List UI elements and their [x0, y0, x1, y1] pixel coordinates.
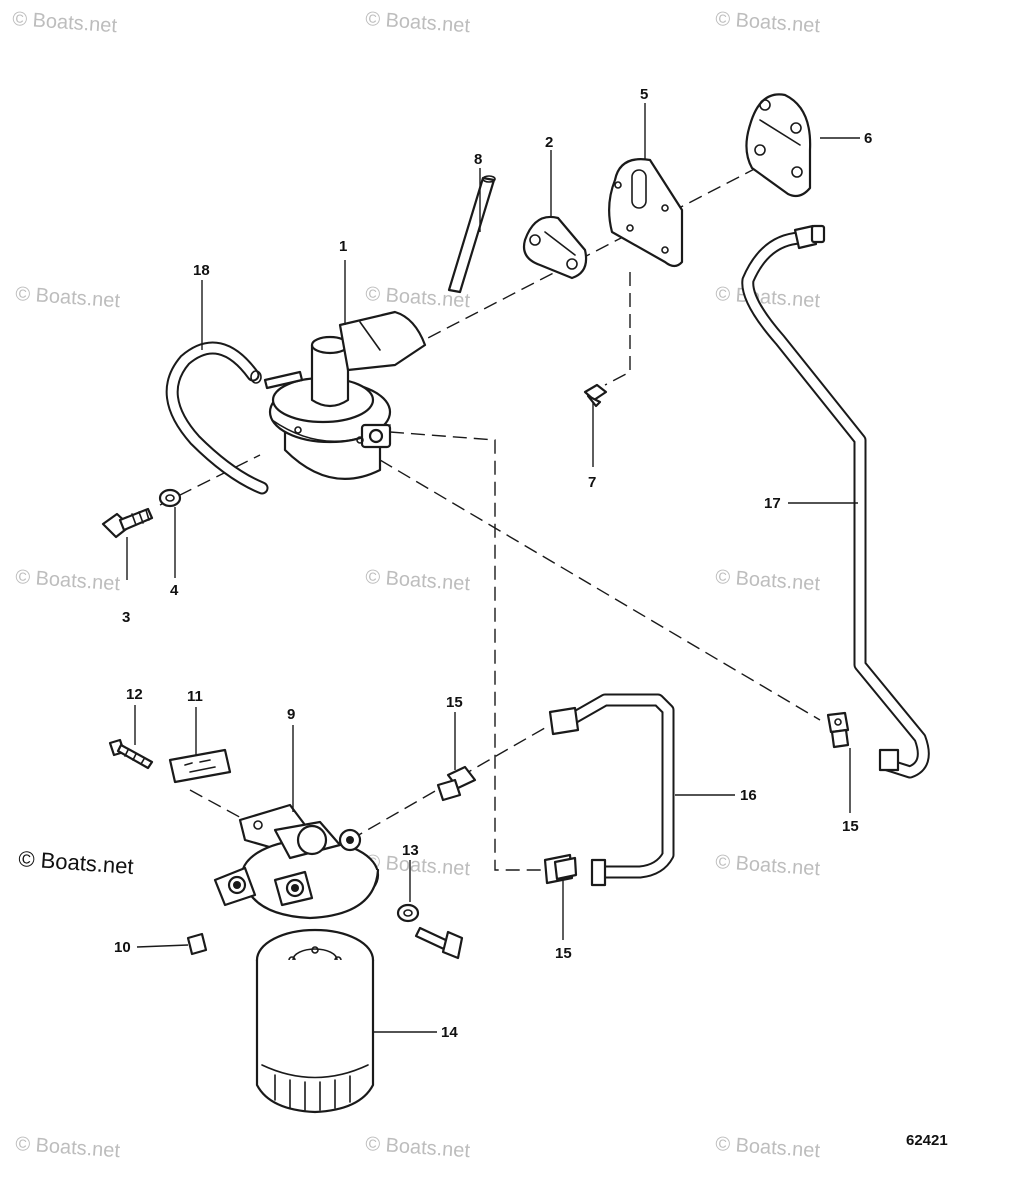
fuel-line-long	[741, 224, 930, 779]
fuel-pump-gasket	[522, 215, 588, 280]
watermark: © Boats.net	[15, 566, 122, 595]
callout-15-middle: 15	[446, 694, 463, 711]
watermark: © Boats.net	[12, 8, 119, 37]
callout-18: 18	[193, 262, 210, 279]
callout-14: 14	[441, 1024, 458, 1041]
callout-12: 12	[126, 686, 143, 703]
leader-lines	[126, 103, 860, 1033]
callout-8: 8	[474, 151, 482, 168]
callout-10: 10	[114, 939, 131, 956]
fitting-connector-right	[826, 711, 850, 749]
vent-hose	[165, 341, 269, 495]
fitting-connector-middle	[436, 765, 477, 802]
callout-9: 9	[287, 706, 295, 723]
figure-number: 62421	[906, 1132, 948, 1149]
sealing-washer	[396, 903, 420, 923]
callout-7: 7	[588, 474, 596, 491]
callout-2: 2	[545, 134, 553, 151]
callout-13: 13	[402, 842, 419, 859]
fuel-filter-adapter	[213, 803, 380, 920]
fitting-tee-lower	[543, 853, 578, 885]
fuel-pump-mounting-plate	[608, 158, 684, 268]
callout-11: 11	[187, 688, 203, 705]
mechanical-fuel-pump	[263, 310, 427, 481]
callout-6: 6	[864, 130, 872, 147]
pipe-plug	[583, 383, 608, 408]
callout-1: 1	[339, 238, 347, 255]
decal-screw	[108, 738, 154, 770]
watermark: © Boats.net	[15, 1133, 122, 1162]
watermark: © Boats.net	[715, 851, 822, 880]
watermark-main: © Boats.net	[18, 846, 135, 879]
fuel-pump-push-rod	[447, 175, 496, 294]
callout-15-right: 15	[842, 818, 859, 835]
callout-17: 17	[764, 495, 781, 512]
callout-labels: 1 2 3 4 5 6 7 8 9 10 11 12 13 14 15 15 1…	[114, 86, 872, 1041]
watermark: © Boats.net	[365, 566, 472, 595]
callout-15-lower: 15	[555, 945, 572, 962]
mounting-bolt	[101, 507, 154, 539]
assembly-lines	[159, 147, 821, 871]
callout-16: 16	[740, 787, 757, 804]
lock-washer	[158, 488, 182, 508]
filter-head-bolt	[414, 926, 464, 960]
drain-plug	[186, 932, 208, 956]
fuel-filter-element	[255, 928, 375, 1114]
caution-decal	[168, 748, 232, 784]
watermark: © Boats.net	[365, 1133, 472, 1162]
watermark: © Boats.net	[715, 8, 822, 37]
watermarks: © Boats.net © Boats.net © Boats.net © Bo…	[12, 8, 822, 1162]
watermark: © Boats.net	[715, 566, 822, 595]
fuel-pump-cover-plate	[745, 93, 812, 198]
callout-4: 4	[170, 582, 179, 599]
watermark: © Boats.net	[15, 283, 122, 312]
fuel-line-short	[548, 693, 675, 887]
callout-5: 5	[640, 86, 648, 103]
watermark: © Boats.net	[715, 283, 822, 312]
callout-3: 3	[122, 609, 130, 626]
watermark: © Boats.net	[365, 8, 472, 37]
watermark: © Boats.net	[715, 1133, 822, 1162]
